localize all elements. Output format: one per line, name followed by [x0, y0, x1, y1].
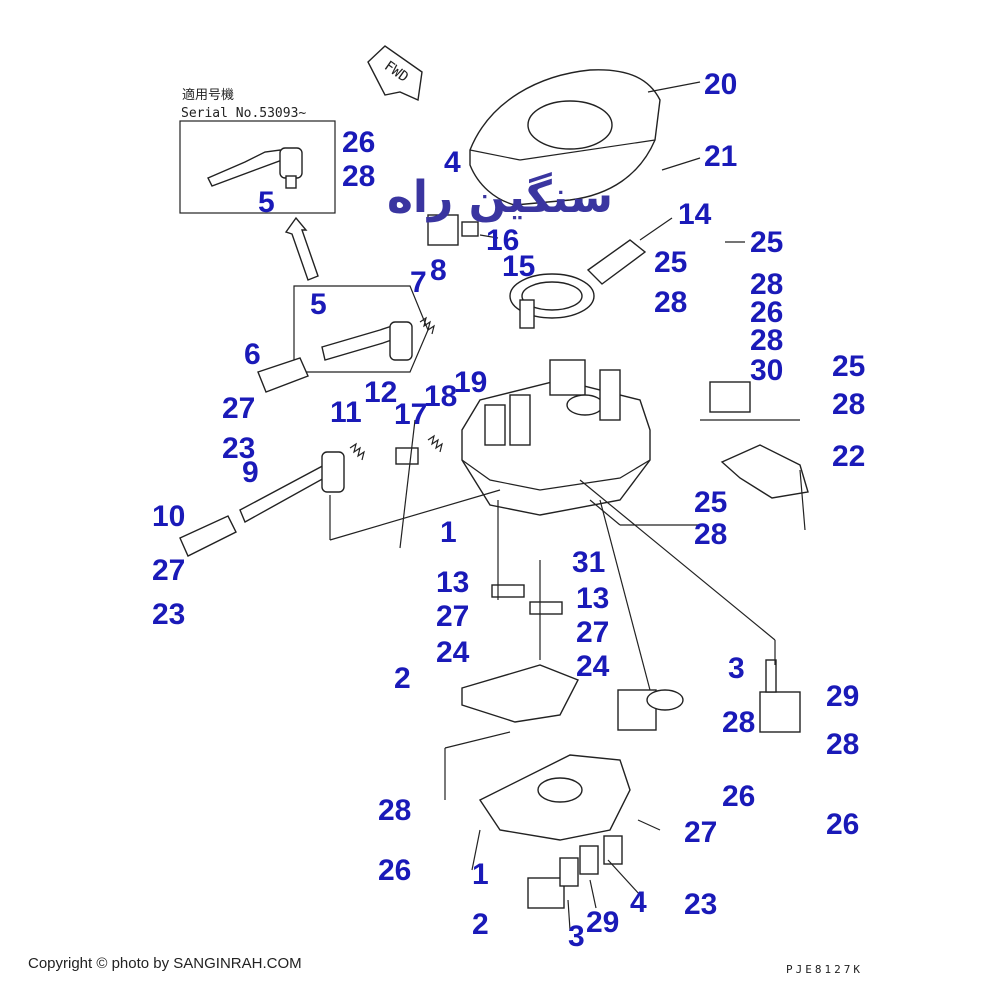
- drawing-code: PJE8127K: [786, 963, 863, 976]
- part-label: 27: [436, 600, 469, 633]
- part-label: 3: [568, 920, 585, 953]
- part-label: 26: [722, 780, 755, 813]
- part-label: 28: [694, 518, 727, 551]
- part-label: 5: [310, 288, 327, 321]
- copyright-text: Copyright © photo by SANGINRAH.COM: [28, 955, 302, 972]
- part-label: 1: [440, 516, 457, 549]
- part-label: 5: [258, 186, 275, 219]
- lever-part-5: [321, 321, 413, 361]
- part-labels: 20 21 26 28 4 5 14 16 15 25 28 25 28 7 8…: [152, 68, 865, 953]
- part-label: 1: [472, 858, 489, 891]
- part-label: 29: [826, 680, 859, 713]
- plate-part-22: [720, 444, 809, 499]
- part-label: 27: [576, 616, 609, 649]
- part-label: 28: [378, 794, 411, 827]
- part-label: 11: [330, 396, 362, 429]
- ring-part-14: [509, 239, 647, 329]
- part-label: 27: [684, 816, 717, 849]
- part-label: 25: [654, 246, 687, 279]
- part-label: 27: [152, 554, 185, 587]
- part-label: 26: [378, 854, 411, 887]
- leader-lines: [329, 81, 806, 931]
- part-label: 29: [586, 906, 619, 939]
- part-label: 4: [630, 886, 647, 919]
- part-label: 7: [410, 266, 427, 299]
- part-label: 24: [576, 650, 610, 683]
- lever-group-frame: [293, 285, 429, 373]
- bracket-part-30: [709, 381, 751, 413]
- part-label: 31: [572, 546, 605, 579]
- plate-part-13b: [529, 601, 563, 615]
- part-label: 28: [826, 728, 859, 761]
- inset-frame: [179, 120, 336, 214]
- part-label: 13: [436, 566, 469, 599]
- part-label: 23: [222, 432, 255, 465]
- connector-group: [527, 835, 623, 909]
- spring-part-7: [419, 316, 435, 335]
- inset-lever-part: [207, 149, 283, 187]
- part-label: 9: [242, 456, 259, 489]
- watermark-logo: سنگین راه: [387, 171, 613, 223]
- inset-serial: Serial No.53093~: [181, 106, 306, 121]
- part-label: 4: [444, 146, 461, 179]
- switch-part-4: [427, 214, 479, 246]
- inset-title: 適用号機: [182, 87, 234, 103]
- part-label: 28: [750, 268, 783, 301]
- rod-part-9: [239, 451, 345, 523]
- part-label: 3: [728, 652, 745, 685]
- block-part-17: [395, 447, 419, 465]
- part-label: 28: [832, 388, 865, 421]
- part-label: 8: [430, 254, 447, 287]
- part-label: 25: [832, 350, 865, 383]
- up-arrow: [284, 216, 319, 281]
- fwd-arrow: FWD: [367, 45, 423, 102]
- part-label: 22: [832, 440, 865, 473]
- part-label: 26: [826, 808, 859, 841]
- plate-part-13a: [491, 584, 525, 598]
- serial-inset: 適用号機 Serial No.53093~: [179, 87, 336, 214]
- part-label: 23: [152, 598, 185, 631]
- part-label: 28: [654, 286, 687, 319]
- housing-part-1: [461, 359, 651, 516]
- switch-part-3: [617, 689, 684, 731]
- solenoid-part-29: [759, 659, 801, 733]
- part-label: 20: [704, 68, 737, 101]
- part-label: 10: [152, 500, 185, 533]
- part-label: 21: [704, 140, 737, 173]
- base-plate-part-1: [478, 754, 631, 841]
- part-label: 15: [502, 250, 535, 283]
- part-label: 25: [694, 486, 727, 519]
- part-label: 27: [222, 392, 255, 425]
- part-label: 25: [750, 226, 783, 259]
- part-label: 17: [394, 398, 427, 431]
- part-label: 6: [244, 338, 261, 371]
- bracket-part-2: [461, 664, 579, 723]
- part-label: 28: [750, 324, 783, 357]
- part-label: 14: [678, 198, 712, 231]
- part-label: 19: [454, 366, 487, 399]
- part-label: 12: [364, 376, 397, 409]
- cover-part-20: [469, 69, 661, 206]
- part-label: 13: [576, 582, 609, 615]
- part-label: 24: [436, 636, 470, 669]
- part-label: 26: [750, 296, 783, 329]
- part-label: 26: [342, 126, 375, 159]
- spring-part-18: [427, 434, 443, 453]
- part-label: 28: [342, 160, 375, 193]
- part-label: 18: [424, 380, 457, 413]
- part-label: 2: [394, 662, 411, 695]
- part-label: 2: [472, 908, 489, 941]
- knob-part-10: [179, 515, 237, 557]
- spring-part-11: [349, 442, 365, 461]
- knob-part-6: [257, 357, 309, 393]
- part-label: 16: [486, 224, 519, 257]
- part-label: 23: [684, 888, 717, 921]
- part-label: 30: [750, 354, 783, 387]
- part-label: 28: [722, 706, 755, 739]
